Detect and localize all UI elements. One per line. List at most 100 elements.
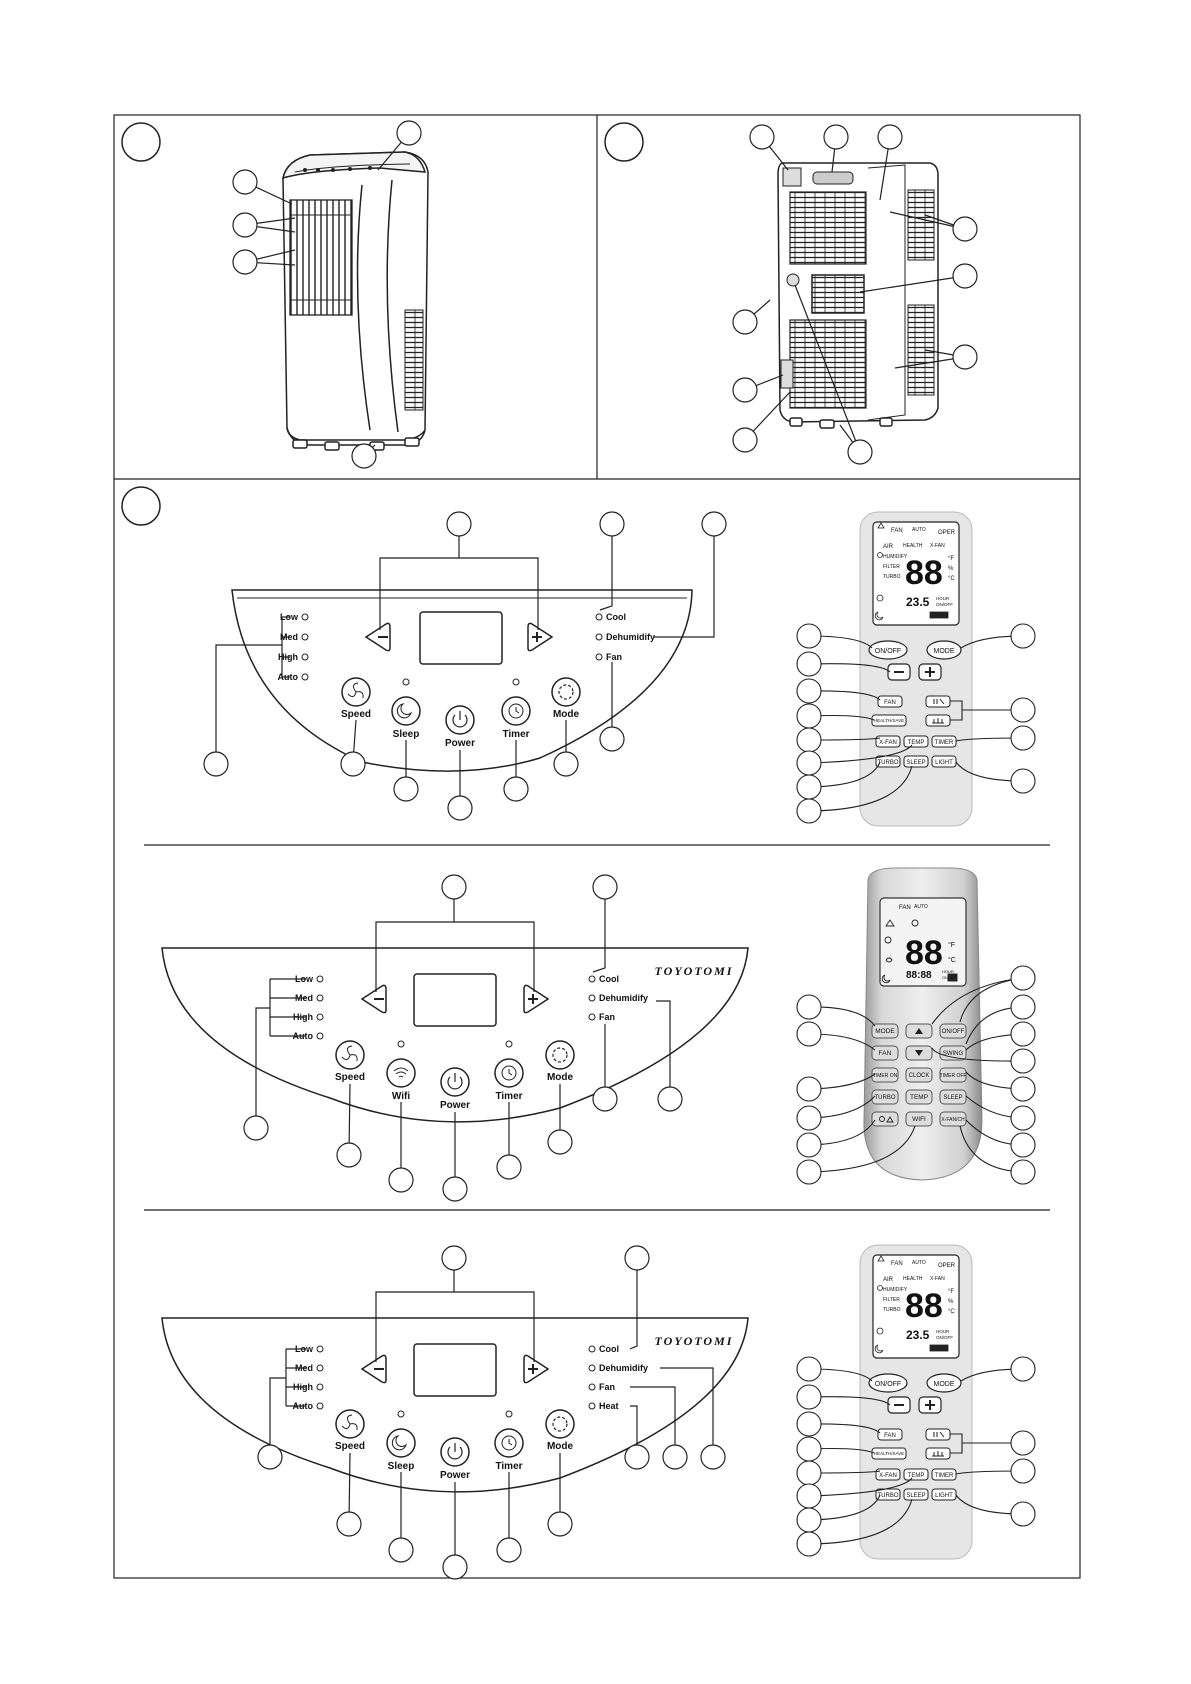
indicator-led-icon <box>316 1345 324 1353</box>
speed-button[interactable]: Speed <box>341 677 371 720</box>
mode-label: Dehumidify <box>606 632 655 642</box>
on-off-button[interactable]: ON/OFF <box>939 1023 967 1039</box>
power-button[interactable]: Power <box>440 1067 470 1111</box>
swing-left-right-button[interactable] <box>925 714 951 727</box>
temp-button[interactable]: TEMP <box>903 1468 929 1481</box>
indicator-led-icon <box>316 1402 324 1410</box>
timer-button-label: TIMER <box>935 740 954 746</box>
mode-button[interactable]: MODE <box>926 640 962 660</box>
timer-button[interactable]: TIMER <box>931 735 957 748</box>
temp-button-label: TEMP <box>908 1473 925 1479</box>
timer-button[interactable]: Timer <box>494 1040 524 1102</box>
moon-icon <box>874 611 884 621</box>
wifi-button[interactable]: Wifi <box>386 1040 416 1102</box>
temp-down-button[interactable] <box>905 1045 933 1061</box>
lcd-display <box>419 611 503 665</box>
fan-button[interactable]: FAN <box>871 1045 899 1061</box>
turbo-button[interactable]: TURBO <box>875 1488 901 1501</box>
minus-button[interactable] <box>360 1354 387 1384</box>
sleep-button[interactable]: SLEEP <box>903 1488 929 1501</box>
lcd-label: HEALTH <box>903 543 923 549</box>
swing-up-down-button[interactable] <box>925 695 951 708</box>
indicator-led-icon <box>301 673 309 681</box>
x-fan-button[interactable]: X-FAN <box>875 1468 901 1481</box>
plus-icon <box>532 632 542 642</box>
mode-button[interactable]: MODE <box>926 1373 962 1393</box>
on-off-button-label: ON/OFF <box>875 1381 901 1388</box>
indicator-led-icon <box>588 1013 596 1021</box>
mode-button[interactable]: Mode <box>545 1040 575 1083</box>
temp-button[interactable]: TEMP <box>903 735 929 748</box>
temp-down-button[interactable] <box>887 663 911 681</box>
light-button[interactable] <box>871 1111 899 1127</box>
light-button[interactable]: LIGHT <box>931 755 957 768</box>
x-fan-button[interactable]: X-FAN <box>875 735 901 748</box>
swing-button[interactable]: SWING <box>939 1045 967 1061</box>
swing-left-right-button[interactable] <box>925 1447 951 1460</box>
plus-button[interactable] <box>527 622 554 652</box>
x-fan-button[interactable]: X-FAN/CH <box>939 1111 967 1127</box>
timer-on-button[interactable]: TIMER ON <box>871 1067 899 1083</box>
sleep-button[interactable]: SLEEP <box>939 1089 967 1105</box>
remote-buttons: MODE ON/OFF FAN SWING <box>871 1023 967 1127</box>
lcd-label: HOUR <box>942 969 954 974</box>
timer-button[interactable]: Timer <box>501 678 531 740</box>
temp-button[interactable]: TEMP <box>905 1089 933 1105</box>
on-off-button[interactable]: ON/OFF <box>868 640 908 660</box>
mode-button[interactable]: MODE <box>871 1023 899 1039</box>
clock-button[interactable]: CLOCK <box>905 1067 933 1083</box>
turbo-button[interactable]: TURBO <box>871 1089 899 1105</box>
health-save-button-label: HEALTH/SAVE <box>874 1451 904 1456</box>
plus-button[interactable] <box>523 984 550 1014</box>
sleep-button[interactable]: SLEEP <box>903 755 929 768</box>
lcd-unit: °C <box>948 956 956 964</box>
temp-button-label: TEMP <box>908 740 925 746</box>
timer-off-button[interactable]: TIMER OFF <box>939 1067 967 1083</box>
arrow-up-icon <box>915 1028 923 1034</box>
lcd-digits: 88 <box>905 1287 943 1325</box>
temp-up-button[interactable] <box>918 1396 942 1414</box>
speed-button[interactable]: Speed <box>335 1409 365 1452</box>
sleep-button[interactable]: Sleep <box>386 1410 416 1472</box>
health-save-button[interactable]: HEALTH/SAVE <box>871 1447 907 1460</box>
indicator-led-icon <box>397 1040 405 1048</box>
minus-button[interactable] <box>364 622 391 652</box>
minus-button[interactable] <box>360 984 387 1014</box>
wifi-button[interactable]: WIFI <box>905 1111 933 1127</box>
indicator-led-icon <box>588 1383 596 1391</box>
indicator-led-icon <box>588 994 596 1002</box>
swing-up-down-button[interactable] <box>925 1428 951 1441</box>
swing-button-label: SWING <box>943 1051 964 1057</box>
light-button[interactable]: LIGHT <box>931 1488 957 1501</box>
temp-up-button[interactable] <box>905 1023 933 1039</box>
wifi-button-label: Wifi <box>392 1091 410 1102</box>
temp-up-button[interactable] <box>918 663 942 681</box>
mode-button-label: MODE <box>934 1381 955 1388</box>
fan-button[interactable]: FAN <box>877 695 903 708</box>
rear-callouts <box>732 124 978 465</box>
indicator-led-icon <box>595 653 603 661</box>
on-off-button[interactable]: ON/OFF <box>868 1373 908 1393</box>
power-button[interactable]: Power <box>440 1437 470 1481</box>
speed-button[interactable]: Speed <box>335 1040 365 1083</box>
lock-icon <box>947 973 958 982</box>
plus-button[interactable] <box>523 1354 550 1384</box>
front-callouts <box>232 120 422 469</box>
mode-label: Fan <box>599 1012 615 1022</box>
indicator-led-icon <box>316 975 324 983</box>
panel-a-callouts <box>203 511 727 821</box>
lcd-label: FILTER <box>883 564 900 570</box>
snowflake-icon <box>877 552 883 558</box>
mode-button[interactable]: Mode <box>551 677 581 720</box>
sleep-button[interactable]: Sleep <box>391 678 421 740</box>
power-button[interactable]: Power <box>445 705 475 749</box>
health-save-button[interactable]: HEALTH/SAVE <box>871 714 907 727</box>
mode-button-label: MODE <box>934 648 955 655</box>
temp-down-button[interactable] <box>887 1396 911 1414</box>
mode-button[interactable]: Mode <box>545 1409 575 1452</box>
timer-button[interactable]: Timer <box>494 1410 524 1472</box>
timer-button[interactable]: TIMER <box>931 1468 957 1481</box>
indicator-led-icon <box>595 633 603 641</box>
fan-button[interactable]: FAN <box>877 1428 903 1441</box>
sleep-button-label: Sleep <box>393 729 420 740</box>
